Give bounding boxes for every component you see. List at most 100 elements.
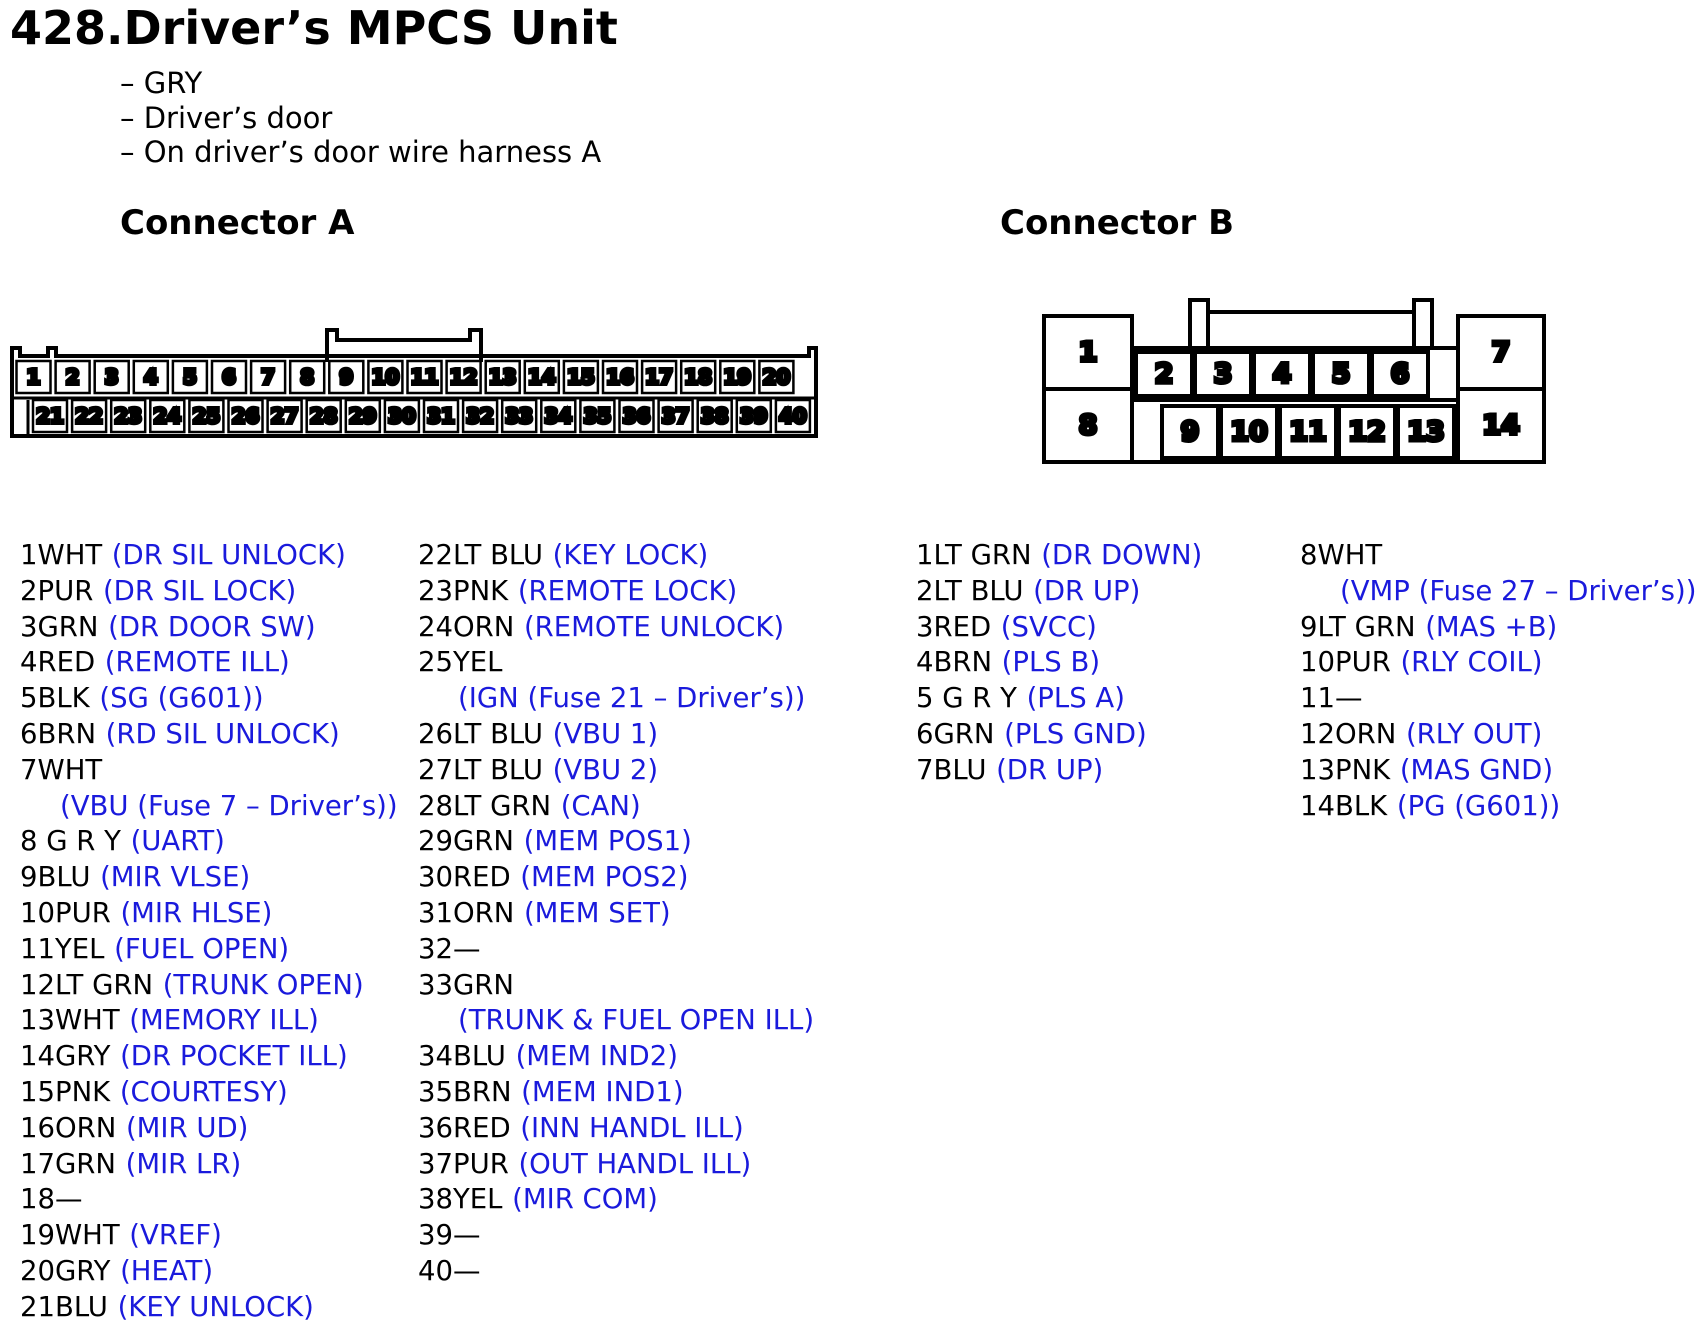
wire-color: 20GRY [20, 1254, 111, 1287]
pinout-row: 13PNK(MAS GND) [1300, 753, 1696, 789]
pinout-row: 7BLU(DR UP) [916, 753, 1202, 789]
pin-39: 39 [735, 398, 773, 434]
pin-number: 3 [1214, 359, 1233, 390]
pin-number: 8 [1079, 410, 1098, 441]
pin-function: (REMOTE LOCK) [517, 574, 738, 607]
wire-color: 9LT GRN [1300, 610, 1416, 643]
pin-function: (VBU (Fuse 7 – Driver’s)) [60, 789, 398, 822]
pin-5: 5 [171, 359, 209, 395]
pin-number: 5 [1332, 359, 1351, 390]
wire-color: 1LT GRN [916, 539, 1032, 571]
pin-function: (KEY LOCK) [552, 539, 709, 571]
pin-8: 8 [1042, 387, 1134, 464]
pin-3: 3 [93, 359, 130, 395]
pin-number: 7 [1492, 337, 1511, 368]
pinout-row: 21BLU(KEY UNLOCK) [20, 1290, 398, 1326]
pin-11: 11 [1278, 404, 1338, 460]
wire-color: 33GRN [418, 968, 514, 1001]
pin-38: 38 [696, 398, 733, 434]
pinout-row: 15PNK(COURTESY) [20, 1075, 398, 1111]
pin-number: 10 [371, 365, 399, 389]
pin-function: (MAS +B) [1425, 610, 1558, 643]
pin-function: (DR DOOR SW) [108, 610, 316, 643]
pin-number: 18 [684, 365, 712, 389]
pin-function: (PLS GND) [1004, 717, 1147, 750]
pin-number: 19 [723, 365, 751, 389]
pinout-row: 19WHT(VREF) [20, 1218, 398, 1254]
wire-color: 22LT BLU [418, 539, 544, 571]
pin-28: 28 [305, 398, 342, 434]
pinout-row: 1LT GRN (DR DOWN) [916, 538, 1202, 574]
pin-number: 15 [567, 365, 595, 389]
pin-15: 15 [562, 359, 600, 395]
pinout-row: 12LT GRN(TRUNK OPEN) [20, 968, 398, 1004]
pin-22: 22 [70, 398, 108, 434]
pin-number: 7 [261, 365, 275, 389]
pin-34: 34 [540, 398, 577, 434]
wire-color: 14GRY [20, 1040, 111, 1073]
pin-number: 23 [114, 404, 142, 428]
wire-color: 8WHT [1300, 539, 1383, 571]
pin-4: 4 [1252, 350, 1312, 398]
pin-number: 4 [1273, 359, 1292, 390]
connector-b-latch [1188, 298, 1434, 348]
pin-number: 12 [450, 365, 478, 389]
pinout-row: 6GRN(PLS GND) [916, 717, 1202, 753]
pinout-row: 12ORN(RLY OUT) [1300, 717, 1696, 753]
pin-function: (OUT HANDL ILL) [518, 1147, 752, 1180]
pinout-row: 2LT BLU(DR UP) [916, 574, 1202, 610]
pin-function: (REMOTE ILL) [104, 646, 290, 679]
wire-color: 2PUR [20, 574, 94, 607]
pin-2: 2 [54, 359, 91, 395]
pinout-row: 6BRN(RD SIL UNLOCK) [20, 717, 398, 753]
pin-function: (MEM SET) [523, 896, 671, 929]
pin-number: 6 [222, 365, 236, 389]
wire-color: 30RED [418, 861, 511, 894]
wire-color: 12LT GRN [20, 968, 154, 1001]
wire-color: 2LT BLU [916, 574, 1024, 607]
wire-color: 26LT BLU [418, 717, 544, 750]
connector-info: – GRY – Driver’s door – On driver’s door… [120, 66, 601, 170]
pin-function: (KEY UNLOCK) [117, 1290, 314, 1323]
pin-40: 40 [774, 398, 812, 434]
pin-function: (COURTESY) [119, 1075, 288, 1108]
pin-number: 32 [466, 404, 494, 428]
pin-number: 6 [1391, 359, 1410, 390]
pin-1: 1 [1042, 314, 1134, 391]
wire-color: 14BLK [1300, 789, 1388, 822]
wire-color: 18— [20, 1183, 83, 1216]
pin-30: 30 [383, 398, 421, 434]
pinout-row: 11YEL(FUEL OPEN) [20, 932, 398, 968]
pin-21: 21 [31, 398, 69, 434]
pin-function: (RLY COIL) [1400, 646, 1543, 679]
wire-color: 24ORN [418, 610, 515, 643]
pin-function: (TRUNK OPEN) [162, 968, 364, 1001]
pin-number: 2 [1155, 359, 1174, 390]
pin-18: 18 [679, 359, 717, 395]
pinout-row: 14BLK(PG (G601)) [1300, 789, 1696, 825]
pinout-row: 11— [1300, 681, 1696, 717]
pin-6: 6 [1370, 350, 1430, 398]
wire-color: 10PUR [20, 896, 111, 929]
pinout-row: 37PUR(OUT HANDL ILL) [418, 1147, 814, 1183]
pin-number: 27 [271, 404, 299, 428]
pin-number: 16 [606, 365, 634, 389]
pin-24: 24 [149, 398, 186, 434]
connector-a-latch [325, 328, 483, 362]
pin-number: 11 [411, 365, 439, 389]
pin-number: 1 [27, 365, 41, 389]
pinout-row: 33GRN(TRUNK & FUEL OPEN ILL) [418, 968, 814, 1040]
pin-function: (DR DOWN) [1041, 539, 1203, 571]
pinout-row: 2PUR(DR SIL LOCK) [20, 574, 398, 610]
pin-number: 14 [1482, 410, 1520, 441]
pin-17: 17 [640, 359, 678, 395]
pin-23: 23 [109, 398, 147, 434]
pin-number: 28 [310, 404, 338, 428]
pin-31: 31 [422, 398, 460, 434]
pinout-row: 1WHT(DR SIL UNLOCK) [20, 538, 398, 574]
pin-13: 13 [484, 359, 521, 395]
wire-color: 11YEL [20, 932, 105, 965]
pin-number: 20 [762, 365, 790, 389]
pin-function: (DR SIL UNLOCK) [111, 539, 346, 571]
pin-number: 11 [1289, 417, 1327, 448]
